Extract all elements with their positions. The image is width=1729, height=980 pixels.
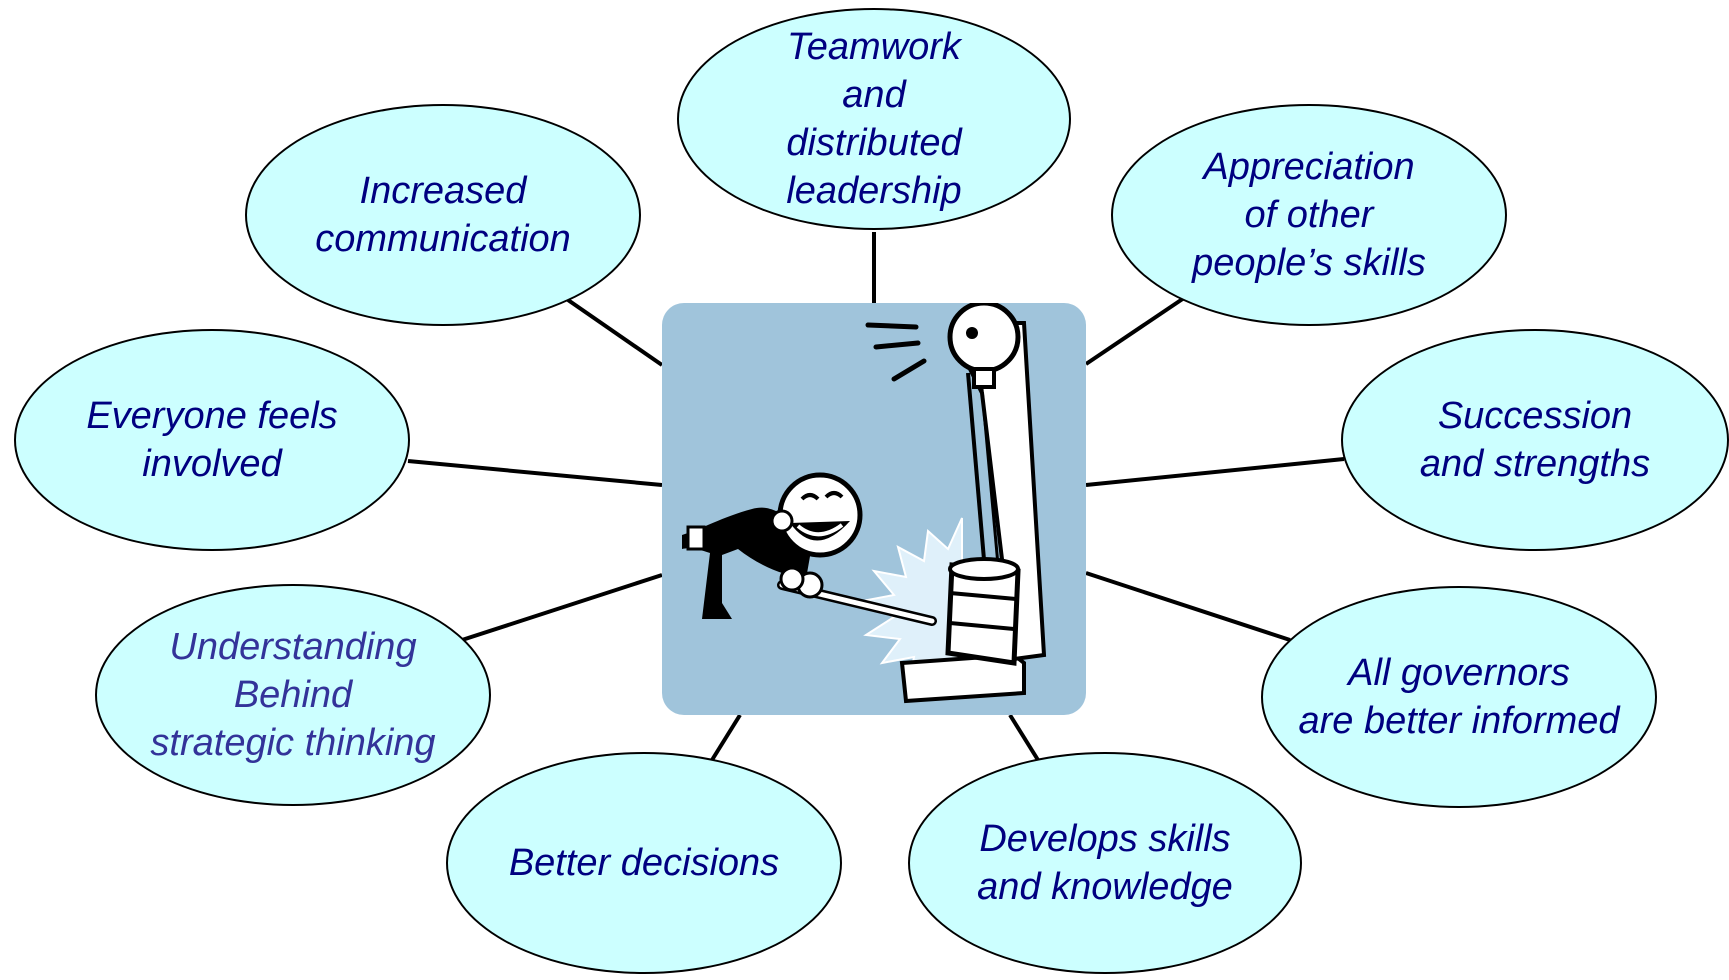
- connector-governors: [1085, 571, 1291, 642]
- node-label: Increased communication: [315, 170, 571, 260]
- connector-involved: [407, 459, 663, 487]
- node-appreciation: Appreciation of other people’s skills: [1111, 104, 1507, 326]
- node-everyone-involved: Everyone feels involved: [14, 329, 410, 551]
- connector-succession: [1085, 457, 1345, 487]
- node-understanding: Understanding Behind strategic thinking: [95, 584, 491, 806]
- node-label: Understanding Behind strategic thinking: [150, 626, 436, 764]
- node-better-decisions: Better decisions: [446, 752, 842, 974]
- mallet-head: [945, 557, 1021, 666]
- connector-skills: [1008, 713, 1040, 762]
- node-label: Everyone feels involved: [86, 395, 338, 485]
- connector-decisions: [710, 713, 742, 762]
- node-label: All governors are better informed: [1298, 652, 1620, 742]
- strength-tester-clipart-icon: [662, 303, 1086, 715]
- node-label: Succession and strengths: [1419, 395, 1651, 485]
- connector-understanding: [461, 573, 663, 642]
- bell-circle: [947, 303, 1021, 374]
- node-develops-skills: Develops skills and knowledge: [908, 752, 1302, 974]
- node-increased-communication: Increased communication: [245, 104, 641, 326]
- node-label: Appreciation of other people’s skills: [1192, 146, 1426, 284]
- node-succession: Succession and strengths: [1341, 329, 1729, 551]
- node-label: Teamwork and distributed leadership: [786, 26, 962, 212]
- man-head: [777, 472, 863, 558]
- man-figure: [682, 472, 863, 619]
- node-label: Develops skills and knowledge: [977, 818, 1233, 908]
- node-teamwork: Teamwork and distributed leadership: [677, 8, 1071, 230]
- node-governors-informed: All governors are better informed: [1261, 586, 1657, 808]
- connector-appreciation: [1084, 296, 1186, 366]
- node-label: Better decisions: [508, 842, 780, 884]
- connector-communication: [566, 298, 664, 367]
